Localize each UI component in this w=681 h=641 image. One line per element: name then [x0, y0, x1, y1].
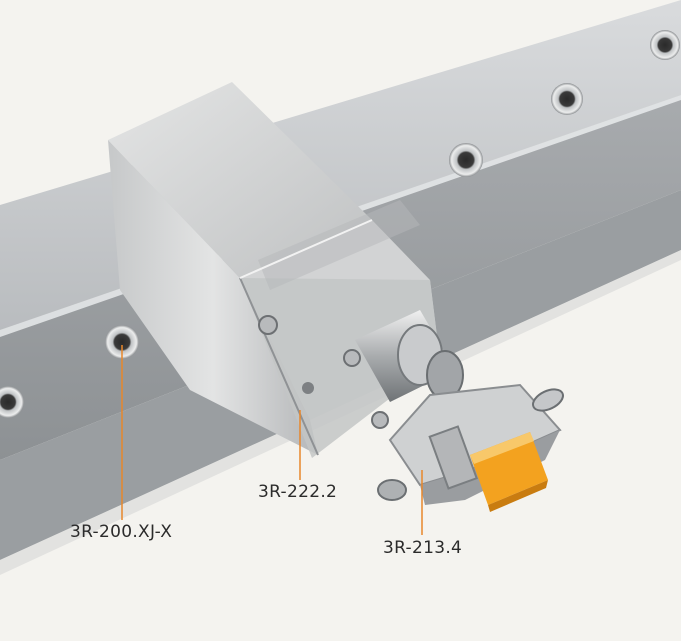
callout-block-label: 3R-222.2	[258, 482, 338, 502]
callout-holder-label: 3R-213.4	[383, 538, 463, 558]
rail-screw	[449, 143, 483, 177]
rail-screw	[551, 83, 583, 115]
block-top	[108, 82, 372, 278]
rail-screw	[105, 325, 139, 359]
rail-screw	[0, 386, 24, 418]
rail-screw	[650, 30, 680, 60]
block-front	[108, 140, 318, 455]
callout-rail-label: 3R-200.XJ-X	[70, 522, 173, 542]
